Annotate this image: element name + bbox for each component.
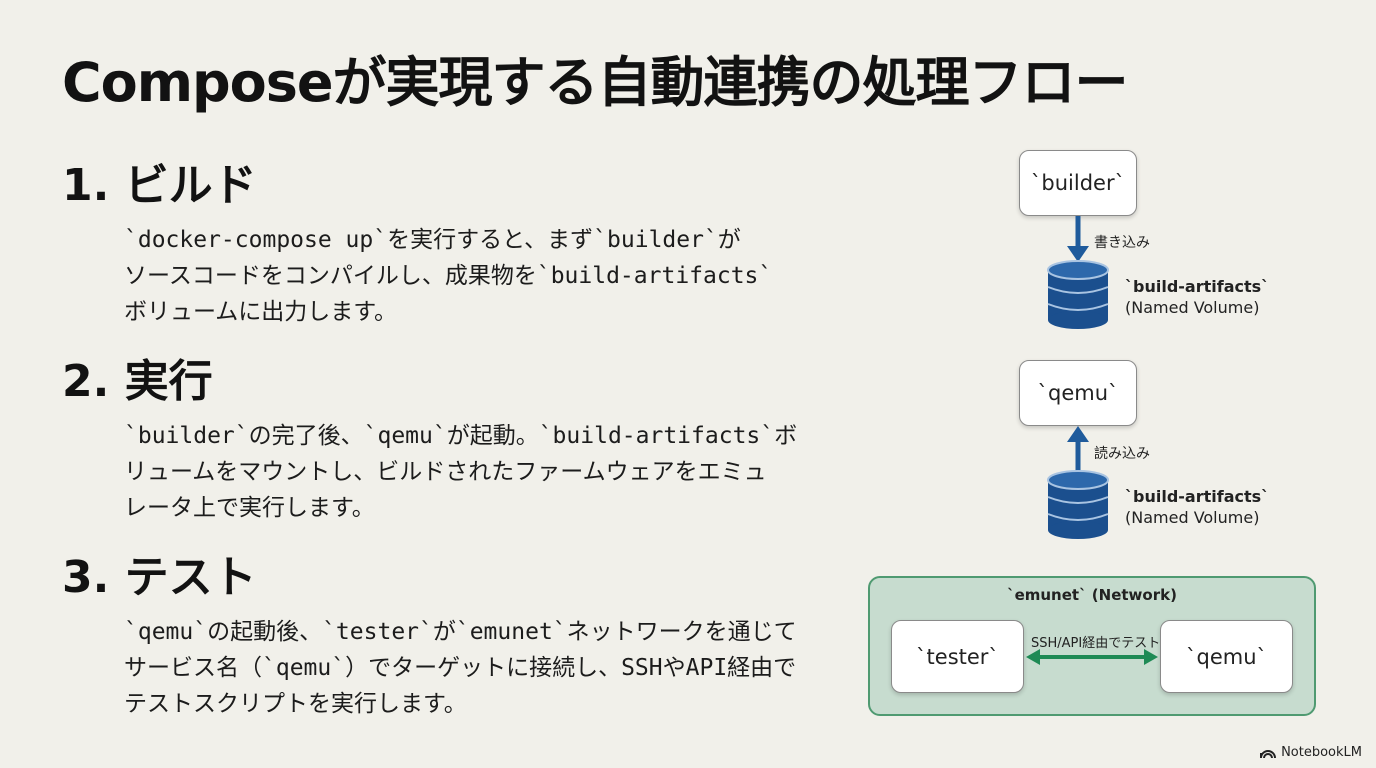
notebooklm-logo-icon	[1260, 749, 1277, 758]
volume-1-cylinder-icon	[1047, 260, 1109, 329]
volume-2-label: `build-artifacts` (Named Volume)	[1125, 486, 1269, 528]
step-1-line-3: ボリュームに出力します。	[124, 299, 398, 325]
step-2-description: `builder`の完了後、`qemu`が起動。`build-artifacts…	[124, 418, 864, 526]
network-qemu-node: `qemu`	[1160, 620, 1293, 693]
step-1-line-1: `docker-compose up`を実行すると、まず`builder`が	[124, 227, 741, 253]
ssh-api-link-arrow	[1026, 649, 1158, 665]
step-1-line-2: ソースコードをコンパイルし、成果物を`build-artifacts`	[124, 263, 773, 289]
step-1-heading: 1. ビルド	[62, 160, 257, 211]
step-3-line-3: テストスクリプトを実行します。	[124, 691, 467, 717]
page-title: Composeが実現する自動連携の処理フロー	[62, 51, 1129, 114]
volume-1-name: `build-artifacts`	[1125, 277, 1270, 296]
write-arrow	[1067, 216, 1089, 262]
builder-node: `builder`	[1019, 150, 1137, 216]
footer-brand-text: NotebookLM	[1281, 745, 1362, 760]
step-3-heading: 3. テスト	[62, 552, 257, 603]
volume-1-type: (Named Volume)	[1125, 298, 1260, 317]
volume-2-name: `build-artifacts`	[1125, 487, 1270, 506]
link-label: SSH/API経由でテスト	[1031, 636, 1161, 651]
step-2-line-1: `builder`の完了後、`qemu`が起動。`build-artifacts…	[124, 423, 798, 449]
network-title: `emunet` (Network)	[1007, 586, 1177, 604]
step-3-line-2: サービス名（`qemu`）でターゲットに接続し、SSHやAPI経由で	[124, 655, 797, 681]
read-label: 読み込み	[1094, 446, 1150, 462]
step-2-line-3: レータ上で実行します。	[124, 495, 375, 521]
write-label: 書き込み	[1094, 235, 1150, 251]
step-3-line-1: `qemu`の起動後、`tester`が`emunet`ネットワークを通じて	[124, 619, 797, 645]
tester-node: `tester`	[891, 620, 1024, 693]
step-2-line-2: リュームをマウントし、ビルドされたファームウェアをエミュ	[124, 459, 767, 485]
step-1-description: `docker-compose up`を実行すると、まず`builder`が ソ…	[124, 222, 864, 330]
step-2-heading: 2. 実行	[62, 356, 213, 407]
volume-1-label: `build-artifacts` (Named Volume)	[1125, 276, 1269, 318]
qemu-node: `qemu`	[1019, 360, 1137, 426]
read-arrow	[1067, 426, 1089, 474]
volume-2-type: (Named Volume)	[1125, 508, 1260, 527]
volume-2-cylinder-icon	[1047, 470, 1109, 539]
step-3-description: `qemu`の起動後、`tester`が`emunet`ネットワークを通じて サ…	[124, 614, 864, 722]
footer-brand: NotebookLM	[1260, 745, 1362, 760]
